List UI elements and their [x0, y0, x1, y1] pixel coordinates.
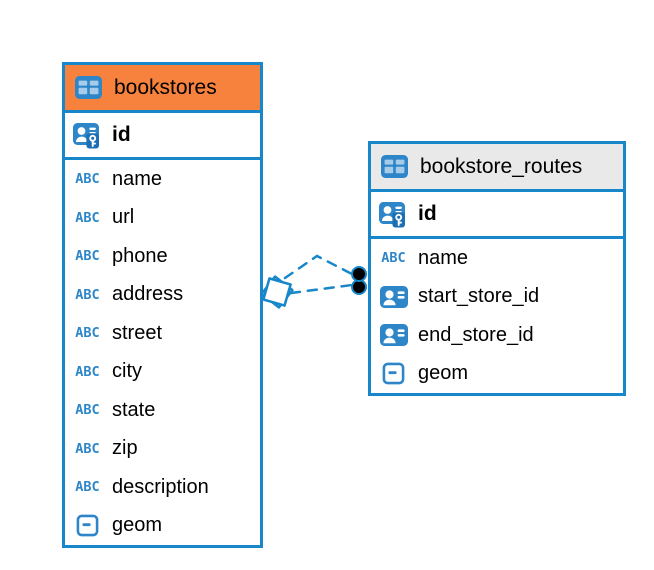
table-icon	[379, 155, 410, 178]
field-row[interactable]: start_store_id	[371, 278, 623, 317]
table-header-bookstore-routes[interactable]: bookstore_routes	[371, 144, 623, 192]
field-name-label: zip	[112, 437, 138, 460]
table-icon	[73, 76, 104, 99]
field-row[interactable]: ABC name	[371, 239, 623, 278]
field-name-label: phone	[112, 244, 168, 267]
entity-table-bookstores[interactable]: bookstores id ABC name ABC url ABC phone	[62, 62, 263, 548]
primary-key-icon	[72, 121, 103, 149]
field-row[interactable]: geom	[65, 507, 260, 546]
text-type-icon: ABC	[75, 325, 100, 342]
field-row[interactable]: ABC zip	[65, 430, 260, 469]
primary-key-icon	[378, 200, 409, 228]
text-type-icon: ABC	[75, 440, 100, 457]
field-name-label: name	[418, 246, 469, 269]
field-row[interactable]: geom	[371, 355, 623, 394]
text-type-icon: ABC	[75, 171, 100, 188]
field-name-label: state	[112, 398, 156, 421]
relationship-diamond-marker	[260, 275, 294, 309]
field-name-label: geom	[418, 362, 469, 385]
field-name-label: description	[112, 475, 209, 498]
table-header-bookstores[interactable]: bookstores	[65, 65, 260, 113]
text-type-icon: ABC	[75, 209, 100, 226]
field-row[interactable]: ABC description	[65, 468, 260, 507]
field-row[interactable]: ABC url	[65, 199, 260, 238]
relationship-line-upper[interactable]	[283, 254, 354, 280]
field-name-label: street	[112, 321, 163, 344]
field-name-label: end_store_id	[418, 323, 534, 346]
relationship-endpoint-dot	[351, 266, 367, 282]
primary-key-row[interactable]: id	[371, 192, 623, 239]
field-row[interactable]: end_store_id	[371, 316, 623, 355]
field-name-label: start_store_id	[418, 285, 540, 308]
field-name-label: city	[112, 360, 142, 383]
field-row[interactable]: ABC street	[65, 314, 260, 353]
field-row[interactable]: ABC phone	[65, 237, 260, 276]
field-name-label: id	[112, 123, 131, 146]
text-type-icon: ABC	[75, 248, 100, 265]
geometry-type-icon	[378, 362, 409, 385]
primary-key-row[interactable]: id	[65, 113, 260, 160]
field-name-label: name	[112, 167, 163, 190]
field-row[interactable]: ABC address	[65, 276, 260, 315]
text-type-icon: ABC	[75, 363, 100, 380]
reference-id-icon	[378, 285, 409, 309]
text-type-icon: ABC	[381, 250, 406, 267]
field-name-label: geom	[112, 514, 163, 537]
field-row[interactable]: ABC city	[65, 353, 260, 392]
field-name-label: url	[112, 206, 135, 229]
reference-id-icon	[378, 323, 409, 347]
entity-table-bookstore-routes[interactable]: bookstore_routes id ABC name	[368, 141, 626, 396]
text-type-icon: ABC	[75, 286, 100, 303]
field-name-label: id	[418, 202, 437, 225]
text-type-icon: ABC	[75, 402, 100, 419]
geometry-type-icon	[72, 514, 103, 537]
field-row[interactable]: ABC name	[65, 160, 260, 199]
table-title: bookstore_routes	[420, 154, 583, 178]
table-title: bookstores	[114, 75, 217, 99]
field-name-label: address	[112, 283, 184, 306]
relationship-line-lower[interactable]	[289, 283, 354, 295]
relationship-endpoint-dot	[351, 279, 367, 295]
text-type-icon: ABC	[75, 479, 100, 496]
field-row[interactable]: ABC state	[65, 391, 260, 430]
